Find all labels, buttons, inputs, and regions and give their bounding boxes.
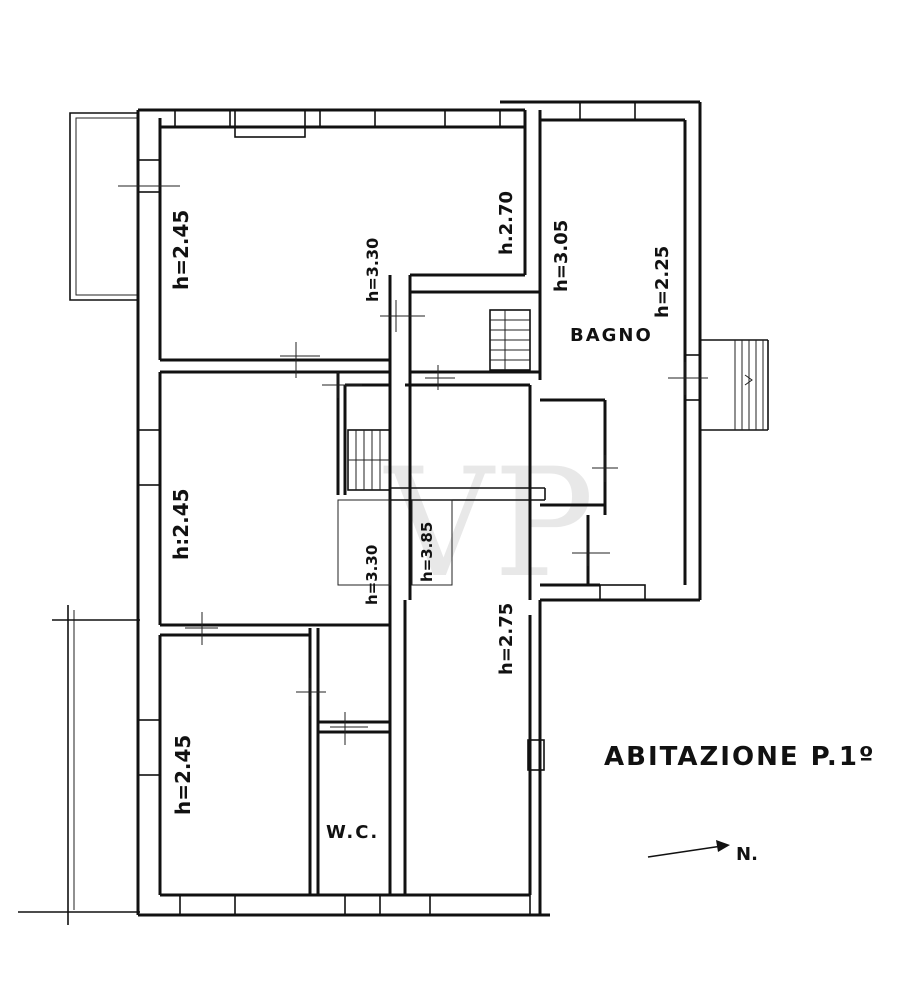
- label-stair-right: h=3.85: [418, 522, 436, 582]
- label-middle-left: h:2.45: [169, 488, 193, 560]
- label-bottom-left: h=2.45: [171, 735, 195, 815]
- exterior-walls: [136, 100, 702, 917]
- label-corridor-long: h=2.75: [496, 603, 517, 675]
- balcony-bottom-left: [18, 605, 140, 925]
- label-top-left: h=2.45: [169, 210, 193, 290]
- room-labels: h=2.45 h:2.45 h=2.45 h.2.70 h=3.30 h=3.3…: [169, 191, 673, 843]
- plan-title: ABITAZIONE P.1º: [604, 742, 876, 772]
- cross-marks: [118, 170, 708, 745]
- label-stair-left: h=3.30: [363, 545, 381, 605]
- north-arrow-icon: [647, 840, 730, 858]
- label-top-middle-right: h.2.70: [496, 191, 517, 255]
- label-bath-area: h=3.05: [551, 220, 572, 292]
- north-label: N.: [736, 844, 758, 865]
- label-wc: W.C.: [326, 822, 379, 843]
- watermark: VP: [383, 437, 594, 611]
- interior-stairs: [337, 309, 531, 586]
- label-bath: BAGNO: [570, 325, 653, 346]
- label-corridor-top: h=3.30: [363, 238, 382, 302]
- exterior-stair: [700, 339, 769, 431]
- balcony-top-left: [69, 112, 137, 301]
- label-right-room: h=2.25: [652, 246, 673, 318]
